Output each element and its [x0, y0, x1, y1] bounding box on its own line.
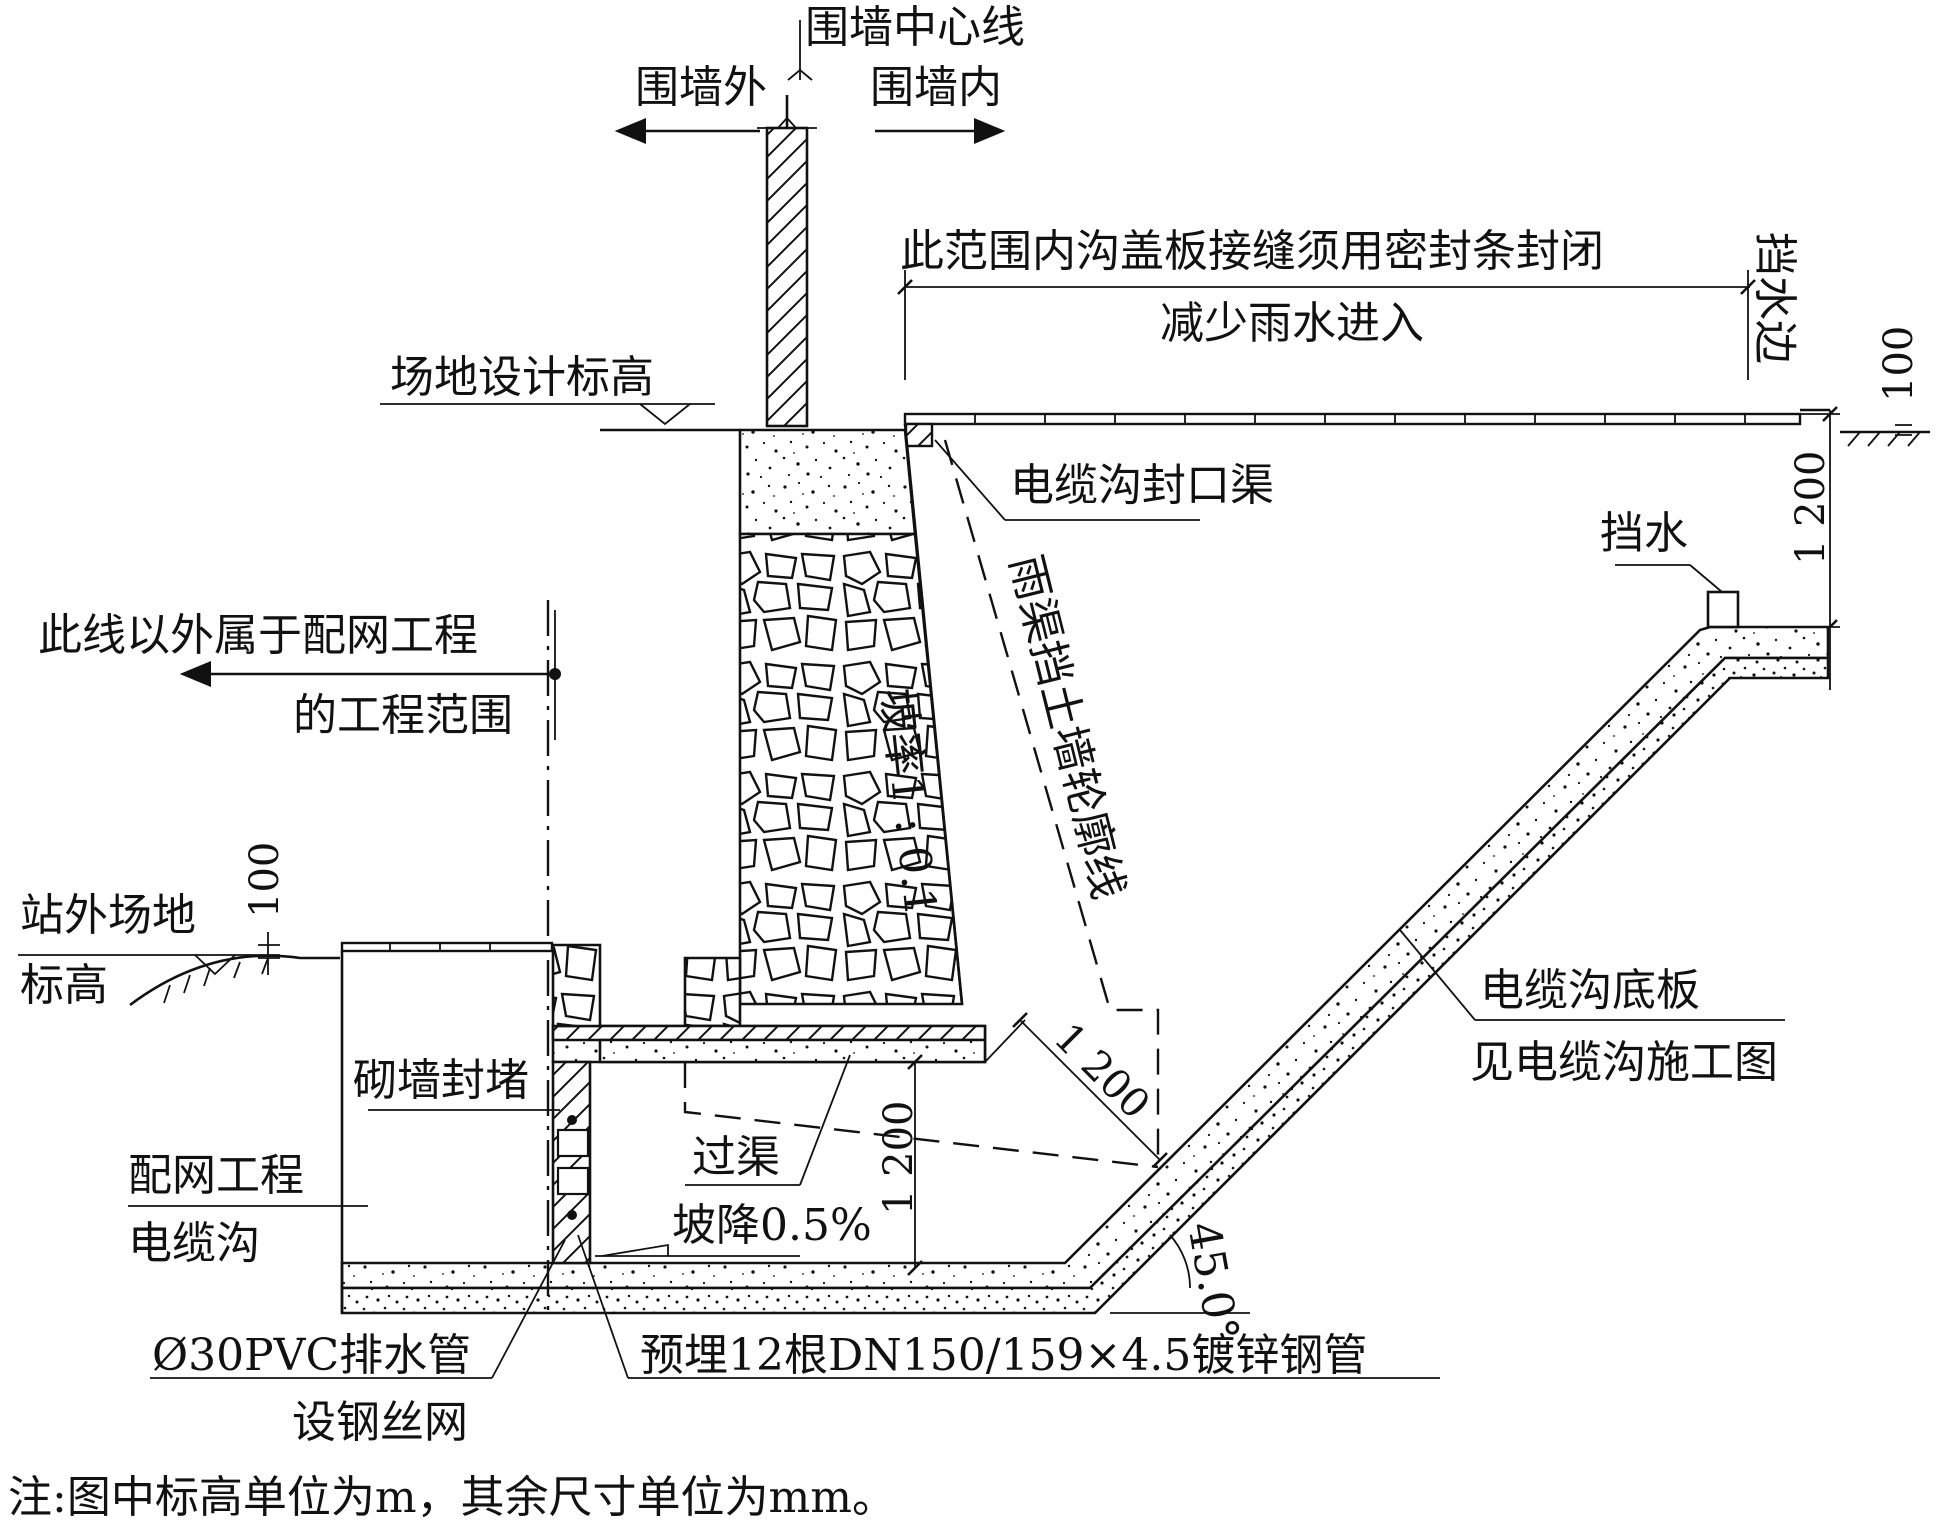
- wall-centerline-label: 围墙中心线: [805, 2, 1025, 53]
- trench-base-leader: [1399, 929, 1785, 1021]
- site-elevation-marker: [380, 403, 740, 432]
- trench-base-label-line2: 见电缆沟施工图: [1470, 1037, 1778, 1088]
- cover-plates: [903, 412, 1802, 448]
- seal-range-dimension: [897, 270, 1756, 380]
- seal-range-label-line1: 此范围内沟盖板接缝须用密封条封闭: [900, 226, 1604, 277]
- embedded-pipes-label: 预埋12根DN150/159×4.5镀锌钢管: [640, 1330, 1367, 1381]
- enclosure-wall: [757, 95, 817, 428]
- water-stop-edge-label: 挡水边: [1749, 232, 1800, 364]
- right-top-offset-dim: 100: [1876, 326, 1922, 402]
- inner-depth-dimension: [907, 1054, 923, 1276]
- inner-depth-dim: 1 200: [876, 1100, 922, 1215]
- outside-ground: [18, 932, 340, 1007]
- wall-outside-label: 围墙外: [635, 62, 767, 113]
- distribution-range-label-line2: 的工程范围: [293, 690, 513, 741]
- wall-direction-arrows: [614, 20, 1006, 144]
- angle-label: 45.0°: [1177, 1218, 1248, 1345]
- cable-trench-base: [340, 590, 1830, 1315]
- left-offset-dim: 100: [242, 842, 288, 918]
- outside-elevation-label-line1: 站外场地: [20, 890, 196, 941]
- angle-mark: [1110, 1234, 1250, 1314]
- slope-drop-label: 坡降0.5%: [672, 1200, 872, 1251]
- right-depth-dim: 1 200: [1788, 450, 1834, 565]
- water-stop-leader: [1615, 564, 1723, 593]
- trench-base-label-line1: 电缆沟底板: [1480, 965, 1700, 1016]
- sealing-channel-leader: [934, 439, 1200, 521]
- distribution-trench-label-line2: 电缆沟: [128, 1218, 260, 1269]
- retaining-wall: [683, 423, 964, 1028]
- distribution-trench-label-line1: 配网工程: [128, 1150, 304, 1201]
- footnote: 注:图中标高单位为m，其余尺寸单位为mm。: [8, 1472, 896, 1523]
- sealing-channel-label: 电缆沟封口渠: [1010, 460, 1274, 511]
- diagonal-depth-dim: 1 200: [1045, 1015, 1159, 1129]
- outside-elevation-label-line2: 标高: [20, 960, 108, 1011]
- retaining-outline-label: 雨渠挡土墙轮廓线: [999, 550, 1134, 904]
- wall-inside-label: 围墙内: [870, 62, 1002, 113]
- retaining-outline-dashed: [683, 439, 1160, 1169]
- pvc-pipe-label: Ø30PVC排水管: [152, 1330, 471, 1381]
- seal-range-label-line2: 减少雨水进入: [1160, 298, 1424, 349]
- distribution-range-label-line1: 此线以外属于配网工程: [38, 610, 478, 661]
- distribution-boundary: [179, 600, 561, 1313]
- diagonal-dimension: [984, 1012, 1168, 1168]
- bottom-leaders: [150, 1234, 1440, 1379]
- crossing-channel-label: 过渠: [692, 1132, 780, 1183]
- crossing-channel-leader: [685, 1054, 851, 1186]
- masonry-seal-label: 砌墙封堵: [353, 1055, 529, 1106]
- site-design-elevation-label: 场地设计标高: [390, 352, 654, 403]
- slope-drop-marker: [595, 1243, 800, 1257]
- distribution-trench: [340, 941, 602, 1313]
- water-stop-label: 挡水: [1600, 508, 1688, 559]
- steel-mesh-label: 设钢丝网: [292, 1397, 468, 1448]
